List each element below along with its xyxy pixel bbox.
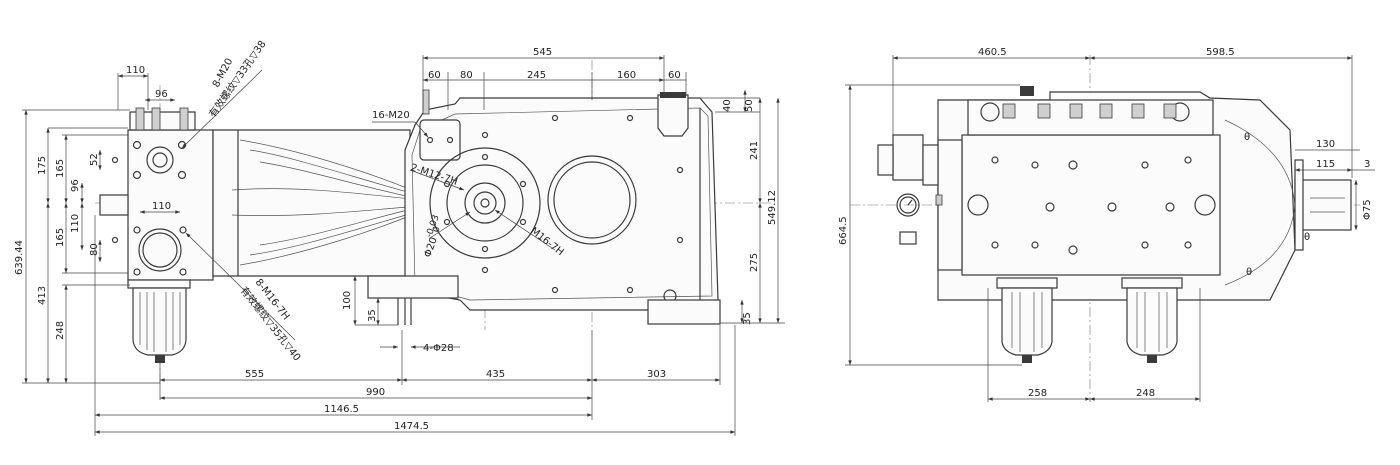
suction-housing-left [996, 277, 1058, 363]
end-housing [937, 86, 1296, 301]
dim-1146: 1146.5 [324, 404, 359, 415]
dim-165a: 165 [55, 159, 66, 178]
dim-413: 413 [37, 286, 48, 305]
end-left-dimensions: 664.5 [838, 84, 1022, 366]
dim-60a: 60 [428, 70, 441, 81]
plunger-section [212, 129, 436, 277]
power-end-case [367, 89, 721, 325]
dim-35-right: 35 [742, 312, 753, 325]
mounting-dimensions: 110 100 35 4-Φ28 [140, 201, 460, 354]
theta-label-2: θ [1304, 232, 1310, 243]
dim-110-top: 110 [126, 65, 145, 76]
dim-40: 40 [722, 99, 733, 112]
dim-258: 258 [1028, 388, 1047, 399]
dim-175: 175 [37, 156, 48, 175]
dim-460: 460.5 [978, 47, 1007, 58]
pressure-gauge-assembly [877, 134, 943, 245]
dim-639: 639.44 [14, 240, 25, 275]
dim-241: 241 [749, 141, 760, 160]
fluid-end-block [99, 107, 214, 281]
dim-990: 990 [366, 387, 385, 398]
dim-3: 3 [1364, 159, 1370, 170]
dim-549: 549.12 [767, 190, 778, 225]
dim-248-left: 248 [55, 321, 66, 340]
end-right-dimensions: 130 115 3 Φ75 [1295, 139, 1375, 230]
dim-110-mid: 110 [152, 201, 171, 212]
dim-80: 80 [460, 70, 473, 81]
end-top-dimensions: 460.5 598.5 [892, 47, 1353, 178]
dim-110-left: 110 [70, 214, 81, 233]
dim-598: 598.5 [1206, 47, 1235, 58]
dim-52: 52 [89, 153, 100, 166]
dim-50: 50 [744, 99, 755, 112]
dim-96-left: 96 [70, 179, 81, 192]
dim-555: 555 [245, 369, 264, 380]
side-view: 545 60 80 245 160 60 110 96 639.44 [14, 38, 785, 436]
output-shaft [1294, 159, 1352, 251]
dim-96-top: 96 [155, 89, 168, 100]
bottom-dimensions: 555 435 303 990 1146.5 1474.5 [94, 215, 736, 436]
dim-664: 664.5 [838, 216, 849, 245]
dim-115: 115 [1316, 159, 1335, 170]
end-bottom-dimensions: 258 248 [987, 288, 1201, 402]
dim-165b: 165 [55, 228, 66, 247]
end-view: θ θ θ 460.5 598.5 664.5 130 115 3 Φ75 [838, 47, 1375, 402]
dim-275: 275 [749, 253, 760, 272]
dim-1474: 1474.5 [394, 421, 429, 432]
theta-label-1: θ [1244, 132, 1250, 143]
dim-303: 303 [647, 369, 666, 380]
theta-label-3: θ [1246, 267, 1252, 278]
dim-d75: Φ75 [1362, 199, 1373, 220]
top-dimensions: 545 60 80 245 160 60 110 96 [117, 47, 687, 110]
note-16m20: 16-M20 [372, 110, 410, 121]
dim-35-mid: 35 [367, 309, 378, 322]
dim-160: 160 [617, 70, 636, 81]
right-dimensions: 40 50 241 275 549.12 35 [688, 90, 785, 325]
dim-130: 130 [1316, 139, 1335, 150]
suction-housing [127, 279, 191, 363]
dim-60b: 60 [668, 70, 681, 81]
left-dimensions: 639.44 175 413 165 165 96 110 52 80 248 [14, 109, 160, 384]
note-tol-upper: 0 [431, 225, 442, 234]
dim-100: 100 [342, 291, 353, 310]
dim-80-left: 80 [89, 243, 100, 256]
suction-housing-right [1121, 277, 1183, 363]
dim-248-end: 248 [1136, 388, 1155, 399]
dim-245: 245 [527, 70, 546, 81]
note-4d28: 4-Φ28 [423, 343, 454, 354]
dim-435: 435 [486, 369, 505, 380]
dim-545: 545 [533, 47, 552, 58]
